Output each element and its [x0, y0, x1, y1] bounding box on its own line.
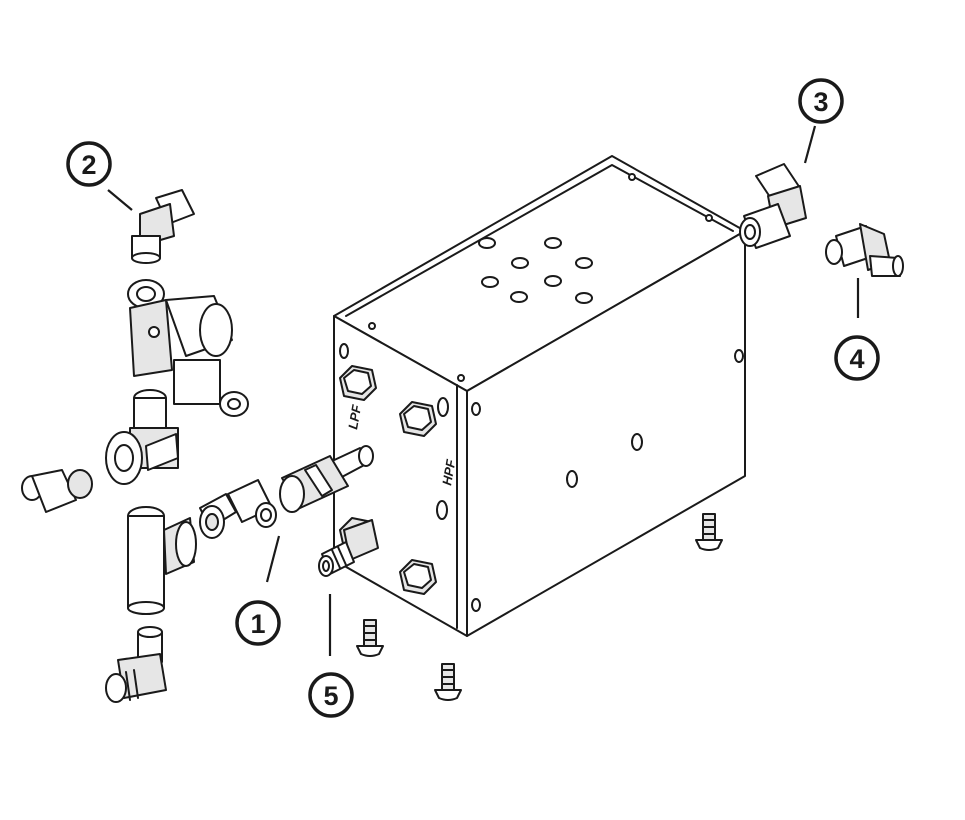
callout-5-label: 5: [323, 681, 338, 711]
callout-4: 4: [834, 335, 880, 381]
swivel-elbow-part-3: [739, 163, 807, 249]
elbow-fitting-part-4: [825, 223, 904, 277]
manifold-block: LPF HPF: [333, 155, 746, 637]
solenoid-valve: [127, 279, 249, 417]
street-elbow-left: [21, 469, 93, 513]
hpf-port-label: HPF: [439, 457, 458, 486]
straight-flare-fitting: [318, 519, 379, 577]
top-face-ports: [368, 173, 713, 382]
pipe-tee-lower: [127, 506, 197, 615]
callout-3: 3: [798, 78, 844, 124]
coupler-plug: [227, 479, 277, 528]
coupler-hex-nut: [199, 493, 237, 539]
pipe-tee-upper: [105, 389, 179, 485]
callout-2: 2: [66, 141, 112, 187]
coupler-body: [279, 455, 349, 513]
callout-2-label: 2: [81, 150, 96, 180]
hose-barb-elbow: [105, 626, 167, 703]
hex-plug-upper: [339, 365, 377, 401]
hex-plug-lower: [399, 559, 437, 595]
leader-line-1: [265, 535, 281, 583]
elbow-fitting-part-2: [131, 189, 195, 264]
mounting-screw-middle: [356, 619, 384, 657]
right-face-holes: [471, 349, 744, 612]
callout-1: 1: [235, 600, 281, 646]
callout-4-label: 4: [849, 344, 864, 374]
callout-5: 5: [308, 672, 354, 718]
leader-line-3: [803, 125, 817, 164]
quick-disconnect-assembly: [199, 445, 374, 539]
hex-plug-middle: [399, 401, 437, 437]
callout-1-label: 1: [250, 609, 265, 639]
leader-line-2: [107, 189, 133, 211]
mounting-screw-right: [695, 513, 723, 551]
lpf-port-label: LPF: [345, 403, 364, 431]
leader-lines: [107, 125, 860, 656]
mounting-screw-lower: [434, 663, 462, 701]
callout-3-label: 3: [813, 87, 828, 117]
